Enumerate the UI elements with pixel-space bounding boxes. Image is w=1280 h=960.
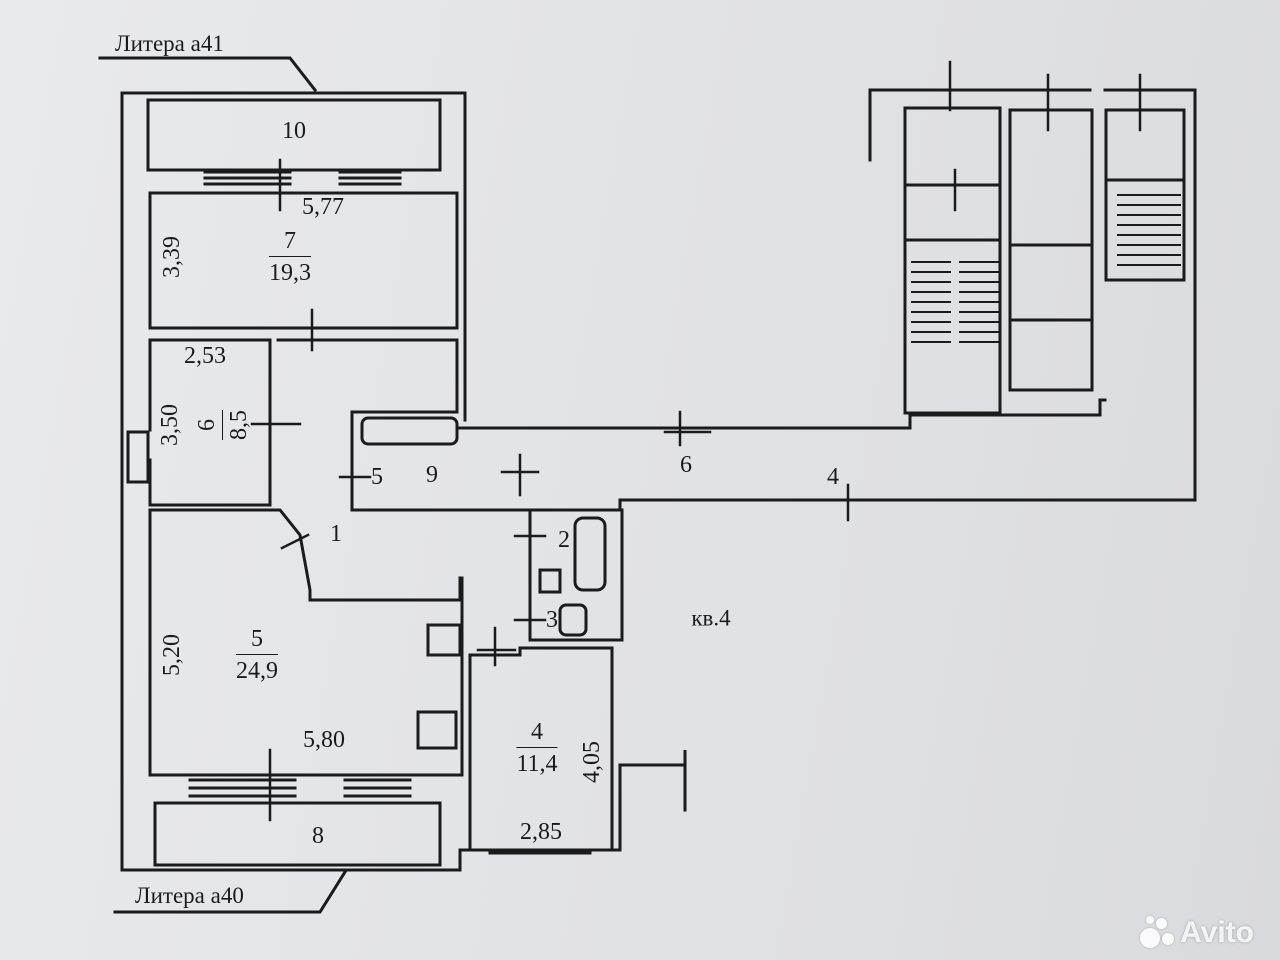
room-7-width: 5,77 bbox=[302, 194, 344, 220]
corridor-4-number: 4 bbox=[827, 464, 839, 490]
apartment-label: кв.4 bbox=[691, 605, 731, 631]
room-7-depth: 3,39 bbox=[159, 236, 185, 278]
room-4-walls bbox=[468, 646, 614, 852]
room-5-number: 5 bbox=[236, 627, 278, 655]
litera-bottom-label: Литера а40 bbox=[135, 883, 244, 908]
balcony-8 bbox=[153, 801, 442, 867]
room-6-width: 2,53 bbox=[184, 343, 226, 369]
room-6-number: 6 bbox=[194, 410, 223, 440]
litera-top-label: Литера а41 bbox=[115, 31, 224, 56]
stair-block bbox=[868, 88, 1186, 415]
room-2-number: 2 bbox=[558, 527, 570, 553]
room-10-number: 10 bbox=[282, 118, 306, 144]
avito-logo-icon bbox=[1140, 916, 1175, 950]
room-3-number: 3 bbox=[546, 607, 558, 633]
room-4-number: 4 bbox=[516, 720, 558, 748]
room-7-area: 19,3 bbox=[269, 260, 311, 286]
room-7-label: 7 19,3 bbox=[269, 229, 311, 285]
balcony-10 bbox=[146, 98, 442, 172]
room-5-label: 5 24,9 bbox=[236, 627, 278, 683]
avito-watermark: Avito bbox=[1140, 916, 1254, 950]
room-5-width: 5,80 bbox=[303, 727, 345, 753]
room-4-depth: 4,05 bbox=[579, 741, 605, 783]
room-5b-number: 5 bbox=[371, 464, 383, 490]
window-room-7 bbox=[203, 170, 402, 186]
room-4-area: 11,4 bbox=[516, 751, 558, 777]
room-4-label: 4 11,4 bbox=[516, 720, 558, 777]
room-8-number: 8 bbox=[312, 823, 324, 849]
litera-bottom-leader bbox=[113, 869, 348, 914]
dimension-ticks bbox=[250, 60, 1142, 822]
room-5-walls bbox=[148, 508, 464, 777]
room-9-number: 9 bbox=[426, 462, 438, 488]
room-6-depth: 3,50 bbox=[157, 404, 183, 446]
bathroom-2-walls bbox=[528, 508, 624, 642]
litera-top-leader bbox=[98, 56, 318, 93]
room-6-area: 8,5 bbox=[226, 410, 252, 440]
room-7-walls bbox=[148, 191, 459, 330]
room-5-area: 24,9 bbox=[236, 658, 278, 684]
corridor-6-number: 6 bbox=[680, 452, 692, 478]
room-6-label: 6 8,5 bbox=[194, 410, 252, 440]
stair-hatching bbox=[911, 194, 1181, 343]
outer-walls bbox=[120, 91, 622, 872]
room-4-width: 2,85 bbox=[520, 819, 562, 845]
room-5-depth: 5,20 bbox=[159, 634, 185, 676]
room-7-number: 7 bbox=[269, 229, 311, 257]
room-6-walls bbox=[148, 338, 272, 507]
window-room-5 bbox=[188, 778, 412, 798]
room-1-number: 1 bbox=[330, 521, 342, 547]
avito-brand-text: Avito bbox=[1180, 916, 1254, 949]
